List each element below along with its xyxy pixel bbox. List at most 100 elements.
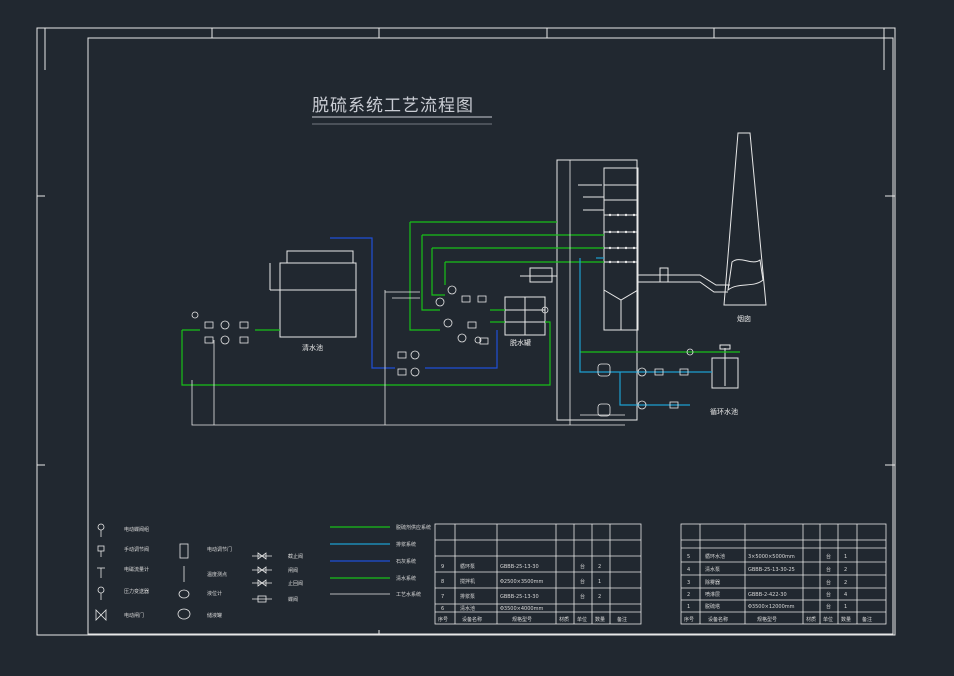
tl-row2-name: 排浆泵 bbox=[460, 593, 475, 600]
tr-row2-no: 3 bbox=[687, 580, 690, 586]
tl-row1-no: 8 bbox=[441, 579, 444, 585]
legend-symbol-4: 电动闸门 bbox=[124, 612, 144, 619]
tr-row0-unit: 台 bbox=[826, 553, 831, 560]
tr-row4-no: 1 bbox=[687, 604, 690, 610]
legend-symbol-0: 电动蝶阀组 bbox=[124, 526, 149, 533]
tr-head-3: 材质 bbox=[806, 616, 816, 623]
tr-row3-no: 2 bbox=[687, 592, 690, 598]
chimney bbox=[723, 132, 767, 306]
equipment-table-right: 5 循环水池 3×5000×5000mm 台 1 4 清水泵 GBBB-25-1… bbox=[680, 523, 887, 625]
tr-row0-no: 5 bbox=[687, 554, 690, 560]
tl-row1-qty: 1 bbox=[598, 579, 601, 585]
tr-head-0: 序号 bbox=[684, 616, 694, 623]
center-tank-label: 脱水罐 bbox=[510, 338, 531, 347]
tr-head-4: 单位 bbox=[823, 616, 833, 623]
tl-row0-unit: 台 bbox=[580, 563, 585, 570]
tl-row3-spec: Φ3500×4000mm bbox=[500, 606, 543, 612]
tr-row0-name: 循环水池 bbox=[705, 553, 725, 560]
inner-frame bbox=[87, 37, 894, 635]
outer-frame bbox=[36, 27, 896, 636]
cyan-pipes bbox=[579, 257, 712, 406]
tl-row1-unit: 台 bbox=[580, 578, 585, 585]
tr-row0-qty: 1 bbox=[844, 554, 847, 560]
tl-row0-qty: 2 bbox=[598, 564, 601, 570]
tr-row2-qty: 2 bbox=[844, 580, 847, 586]
tl-head-4: 单位 bbox=[577, 616, 587, 623]
tr-row1-unit: 台 bbox=[826, 566, 831, 573]
pumps-group bbox=[191, 285, 694, 417]
flue-duct bbox=[520, 267, 730, 293]
tr-row1-qty: 2 bbox=[844, 567, 847, 573]
tl-head-0: 序号 bbox=[438, 616, 448, 623]
legend-symbol-1: 手动调节阀 bbox=[124, 546, 149, 553]
tl-row3-name: 清水池 bbox=[460, 605, 475, 612]
tr-row2-name: 除雾器 bbox=[705, 579, 720, 586]
tr-row3-spec: GBBB-2-422-30 bbox=[748, 592, 787, 598]
legend-symbol2-0: 电动调节门 bbox=[207, 546, 232, 553]
tr-row4-name: 脱硫塔 bbox=[705, 603, 720, 610]
tr-head-1: 设备名称 bbox=[708, 616, 728, 623]
tl-head-6: 备注 bbox=[617, 616, 627, 623]
chimney-label: 烟囱 bbox=[737, 314, 751, 323]
green-pipes bbox=[181, 221, 740, 386]
tl-head-5: 数量 bbox=[595, 616, 605, 623]
legend-line-3: 清水系统 bbox=[396, 575, 416, 582]
left-tank-label: 清水池 bbox=[302, 343, 323, 352]
spray-nozzles bbox=[608, 213, 636, 264]
tr-row1-name: 清水泵 bbox=[705, 566, 720, 573]
tl-row2-unit: 台 bbox=[580, 593, 585, 600]
legend-symbol2-1: 温度测点 bbox=[207, 571, 227, 578]
legend-symbol-3: 压力变送器 bbox=[124, 588, 149, 595]
tl-head-1: 设备名称 bbox=[462, 616, 482, 623]
legend-symbol2-2: 液位计 bbox=[207, 590, 222, 597]
tr-head-2: 规格型号 bbox=[757, 616, 777, 623]
tr-row4-spec: Φ3500×12000mm bbox=[748, 604, 795, 610]
tl-head-2: 规格型号 bbox=[512, 616, 532, 623]
legend-lines: 脱硫剂供应系统 排浆系统 石灰系统 清水系统 工艺水系统 bbox=[330, 524, 431, 598]
legend-line-4: 工艺水系统 bbox=[396, 591, 421, 598]
tr-head-5: 数量 bbox=[841, 616, 851, 623]
tr-row3-name: 喷淋层 bbox=[705, 591, 720, 598]
legend-line-1: 排浆系统 bbox=[396, 541, 416, 548]
tl-row2-qty: 2 bbox=[598, 594, 601, 600]
tr-row4-qty: 1 bbox=[844, 604, 847, 610]
tr-row2-unit: 台 bbox=[826, 579, 831, 586]
tr-row3-qty: 4 bbox=[844, 592, 847, 598]
legend-line-2: 石灰系统 bbox=[396, 558, 416, 565]
tl-head-3: 材质 bbox=[559, 616, 569, 623]
right-circulation-tank bbox=[711, 344, 739, 389]
tl-row0-spec: GBBB-25-13-30 bbox=[500, 564, 539, 570]
tr-row4-unit: 台 bbox=[826, 603, 831, 610]
left-water-tank bbox=[269, 250, 357, 338]
tl-row2-spec: GBBB-25-13-30 bbox=[500, 594, 539, 600]
tl-row1-spec: Φ2500×3500mm bbox=[500, 579, 543, 585]
legend-symbol-2: 电磁流量计 bbox=[124, 566, 149, 573]
center-tank bbox=[504, 296, 546, 336]
tr-row1-spec: GBBB-25-13-30-25 bbox=[748, 567, 795, 573]
legend-valves: 截止阀 闸阀 止回阀 蝶阀 bbox=[252, 552, 303, 603]
legend-symbol2-3: 储液罐 bbox=[207, 612, 222, 619]
tl-row3-no: 6 bbox=[441, 606, 444, 612]
legend-symbols-2: 电动调节门 温度测点 液位计 储液罐 bbox=[177, 543, 232, 620]
legend-symbols: 电动蝶阀组 手动调节阀 电磁流量计 压力变送器 电动闸门 bbox=[95, 523, 149, 621]
legend-line-0: 脱硫剂供应系统 bbox=[396, 524, 431, 531]
equipment-table-left: 9 循环泵 GBBB-25-13-30 台 2 8 搅拌机 Φ2500×3500… bbox=[434, 523, 642, 625]
tr-row3-unit: 台 bbox=[826, 591, 831, 598]
legend-valve-3: 蝶阀 bbox=[288, 596, 298, 603]
tl-row0-no: 9 bbox=[441, 564, 444, 570]
tr-row0-spec: 3×5000×5000mm bbox=[748, 554, 795, 560]
tl-row1-name: 搅拌机 bbox=[460, 578, 475, 585]
tr-row1-no: 4 bbox=[687, 567, 690, 573]
legend-valve-2: 止回阀 bbox=[288, 580, 303, 587]
white-pipes bbox=[191, 160, 625, 426]
tr-head-6: 备注 bbox=[862, 616, 872, 623]
diagram-title: 脱硫系统工艺流程图 bbox=[312, 96, 474, 116]
absorber-tower bbox=[556, 159, 639, 421]
tl-row2-no: 7 bbox=[441, 594, 444, 600]
tl-row0-name: 循环泵 bbox=[460, 563, 475, 570]
legend-valve-1: 闸阀 bbox=[288, 567, 298, 574]
frame-ticks bbox=[37, 28, 895, 635]
legend-valve-0: 截止阀 bbox=[288, 553, 303, 560]
